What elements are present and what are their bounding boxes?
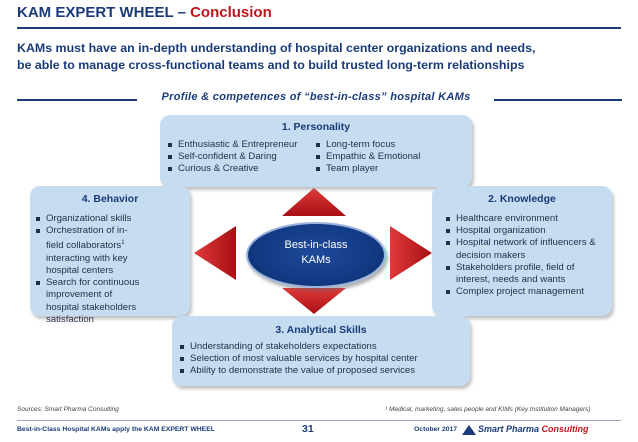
list-item: Ability to demonstrate the value of prop…: [180, 365, 466, 377]
headline: KAMs must have an in-depth understanding…: [17, 40, 625, 74]
center-label-line-1: Best-in-class: [284, 239, 348, 251]
analytical-list: Understanding of stakeholders expectatio…: [180, 341, 466, 378]
sources-note: Sources: Smart Pharma Consulting: [17, 406, 119, 413]
list-item: Curious & Creative: [168, 163, 318, 175]
brand-main: Smart Pharma: [478, 424, 540, 434]
headline-line-2: be able to manage cross-functional teams…: [17, 58, 525, 72]
list-item: Stakeholders profile, field of interest,…: [446, 262, 608, 286]
list-item: Complex project management: [446, 286, 608, 298]
center-label: Best-in-class KAMs: [248, 238, 384, 268]
list-item: Hospital network of influencers & decisi…: [446, 237, 608, 261]
behavior-box: 4. Behavior Organizational skills Orches…: [30, 186, 190, 325]
list-item: Hospital organization: [446, 225, 608, 237]
knowledge-box: 2. Knowledge Healthcare environment Hosp…: [432, 186, 612, 316]
analytical-box: 3. Analytical Skills Understanding of st…: [172, 316, 470, 386]
brand-name: Smart Pharma Consulting: [478, 424, 589, 434]
arrow-left-icon: [194, 226, 236, 280]
list-item: Healthcare environment: [446, 213, 608, 225]
knowledge-list: Healthcare environment Hospital organiza…: [446, 213, 608, 298]
list-item: Team player: [316, 163, 466, 175]
arrow-right-icon: [390, 226, 432, 280]
title-subtitle: Conclusion: [190, 4, 272, 21]
footer-divider: [17, 420, 621, 421]
personality-list-1: Enthusiastic & Entrepreneur Self-confide…: [168, 139, 318, 176]
footer-date: October 2017: [414, 426, 458, 433]
behavior-title: 4. Behavior: [81, 193, 139, 205]
page-title: KAM EXPERT WHEEL – Conclusion: [17, 4, 272, 21]
list-item: Understanding of stakeholders expectatio…: [180, 341, 466, 353]
headline-line-1: KAMs must have an in-depth understanding…: [17, 41, 536, 55]
center-ellipse: Best-in-class KAMs: [246, 222, 386, 288]
analytical-title: 3. Analytical Skills: [275, 324, 367, 336]
brand-logo-icon: [462, 425, 476, 435]
title-separator: –: [177, 4, 186, 21]
list-item: Organizational skills: [36, 213, 144, 225]
list-item: Enthusiastic & Entrepreneur: [168, 139, 318, 151]
list-item: Empathic & Emotional: [316, 151, 466, 163]
knowledge-title: 2. Knowledge: [488, 193, 556, 205]
page-number: 31: [302, 423, 314, 435]
title-main: KAM EXPERT WHEEL: [17, 4, 174, 21]
list-item: Search for continuous improvement of hos…: [36, 277, 144, 326]
list-item: Orchestration of in-field collaborators1…: [36, 225, 144, 277]
footnote: ¹ Medical, marketing, sales people and K…: [385, 406, 591, 413]
brand-accent: Consulting: [541, 424, 589, 434]
profile-title: Profile & competences of “best-in-class”…: [161, 91, 471, 103]
profile-rule-right: [494, 99, 622, 101]
list-item-text: Orchestration of in-field collaborators: [46, 225, 128, 252]
list-item: Long-term focus: [316, 139, 466, 151]
behavior-list: Organizational skills Orchestration of i…: [36, 213, 144, 326]
profile-rule-left: [17, 99, 137, 101]
title-divider: [17, 27, 621, 29]
footnote-marker: 1: [121, 240, 125, 247]
personality-list-2: Long-term focus Empathic & Emotional Tea…: [316, 139, 466, 176]
footer-title: Best-in-Class Hospital KAMs apply the KA…: [17, 426, 215, 433]
arrow-down-icon: [282, 288, 346, 314]
personality-title: 1. Personality: [281, 121, 351, 133]
list-item-text: interacting with key hospital centers: [46, 252, 128, 276]
list-item: Self-confident & Daring: [168, 151, 318, 163]
center-label-line-2: KAMs: [301, 254, 331, 266]
personality-box: 1. Personality Enthusiastic & Entreprene…: [160, 115, 472, 187]
arrow-up-icon: [282, 188, 346, 216]
list-item: Selection of most valuable services by h…: [180, 353, 466, 365]
